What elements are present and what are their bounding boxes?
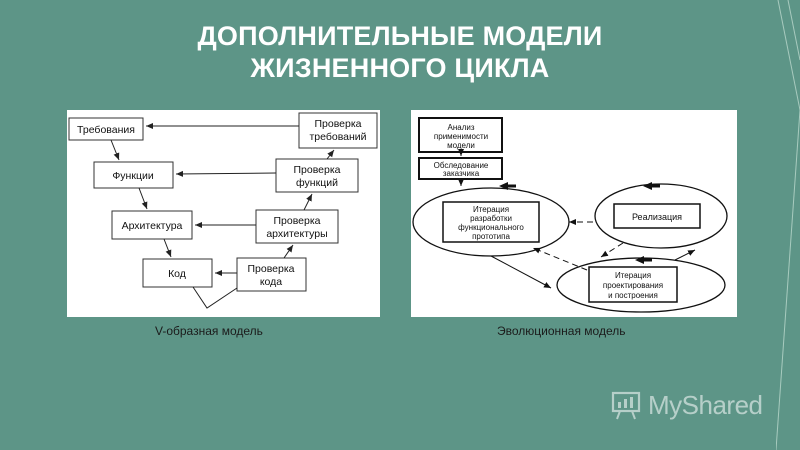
e-label-prototype-3: функционального [458,223,524,232]
v-label-requirements: Требования [77,124,135,136]
v-label-code: Код [168,268,186,280]
v-model-diagram: Требования Функции Архитектура Код Прове… [68,112,378,309]
v-label-verify-requirements-2: требований [309,131,366,143]
v-box-verify-code [236,257,307,292]
v-label-architecture: Архитектура [122,220,183,232]
myshared-watermark: MyShared [610,387,763,423]
e-box-prototype [442,201,540,243]
e-label-analysis-3: модели [447,141,475,150]
v-box-verify-architecture [255,209,339,244]
e-box-analysis [418,117,503,153]
v-label-verify-functions-2: функций [296,177,338,189]
e-arrowhead-design-top [635,256,644,264]
e-label-analysis-2: применимости [434,132,488,141]
v-box-requirements [68,117,144,141]
e-arrow-prototype-design [490,255,552,289]
v-arrow-vfunc-func [175,170,277,177]
e-arrowhead-design-top-tail [643,258,652,262]
v-arrow-req-func [110,139,120,161]
slide-title-line1: ДОПОЛНИТЕЛЬНЫЕ МОДЕЛИ [197,21,603,51]
v-arrow-varch-vfunc [303,193,313,211]
e-label-design-2: проектирования [603,281,663,290]
e-label-realization: Реализация [632,212,682,222]
v-box-functions [93,161,174,189]
v-label-functions: Функции [112,170,154,182]
watermark-brand: MyShared [648,389,763,420]
e-box-design [588,266,678,303]
evolution-model-caption: Эволюционная модель [497,324,626,338]
e-arrowhead-realization-top-tail [651,184,660,188]
e-label-survey-1: Обследование [434,161,489,170]
v-arrow-func-arch [138,187,148,210]
v-label-verify-functions-1: Проверка [293,164,340,176]
v-box-code [142,258,213,288]
v-label-verify-code-2: кода [260,276,282,288]
e-box-realization [613,203,701,229]
e-label-prototype-1: Итерация [473,205,509,214]
v-bottom-connector [192,286,238,309]
v-label-verify-architecture-2: архитектуры [266,228,327,240]
v-label-verify-requirements-1: Проверка [314,118,361,130]
v-box-architecture [111,210,193,240]
evolution-model-diagram: Анализ применимости модели Обследование … [412,117,728,313]
v-label-verify-architecture-1: Проверка [273,215,320,227]
slide-title-line2: ЖИЗНЕННОГО ЦИКЛА [250,53,550,83]
v-arrow-arch-code [163,238,172,258]
e-arrow-realization-design-dashed [600,242,624,258]
e-label-survey-2: заказчика [443,169,480,178]
decorative-frame-lines [776,0,800,450]
e-label-prototype-2: разработки [470,214,512,223]
presentation-board-icon [611,391,641,420]
e-arrowhead-realization-top [643,182,652,190]
v-arrow-vfunc-vreq [326,149,335,160]
e-label-design-3: и построения [608,291,658,300]
e-label-design-1: Итерация [615,271,651,280]
v-label-verify-code-1: Проверка [247,263,294,275]
e-arrow-design-realization [674,249,696,261]
v-arrow-vcode-varch [283,244,294,259]
evolution-model-panel: Анализ применимости модели Обследование … [411,110,737,317]
v-model-panel: Требования Функции Архитектура Код Прове… [67,110,380,317]
e-label-analysis-1: Анализ [447,123,474,132]
v-model-caption: V-образная модель [155,324,263,338]
e-arrowhead-prototype-top [499,182,508,190]
v-box-verify-functions [275,158,359,193]
v-box-verify-requirements [298,112,378,149]
e-arrowhead-prototype-top-tail [507,184,516,188]
e-label-prototype-4: прототипа [472,232,510,241]
